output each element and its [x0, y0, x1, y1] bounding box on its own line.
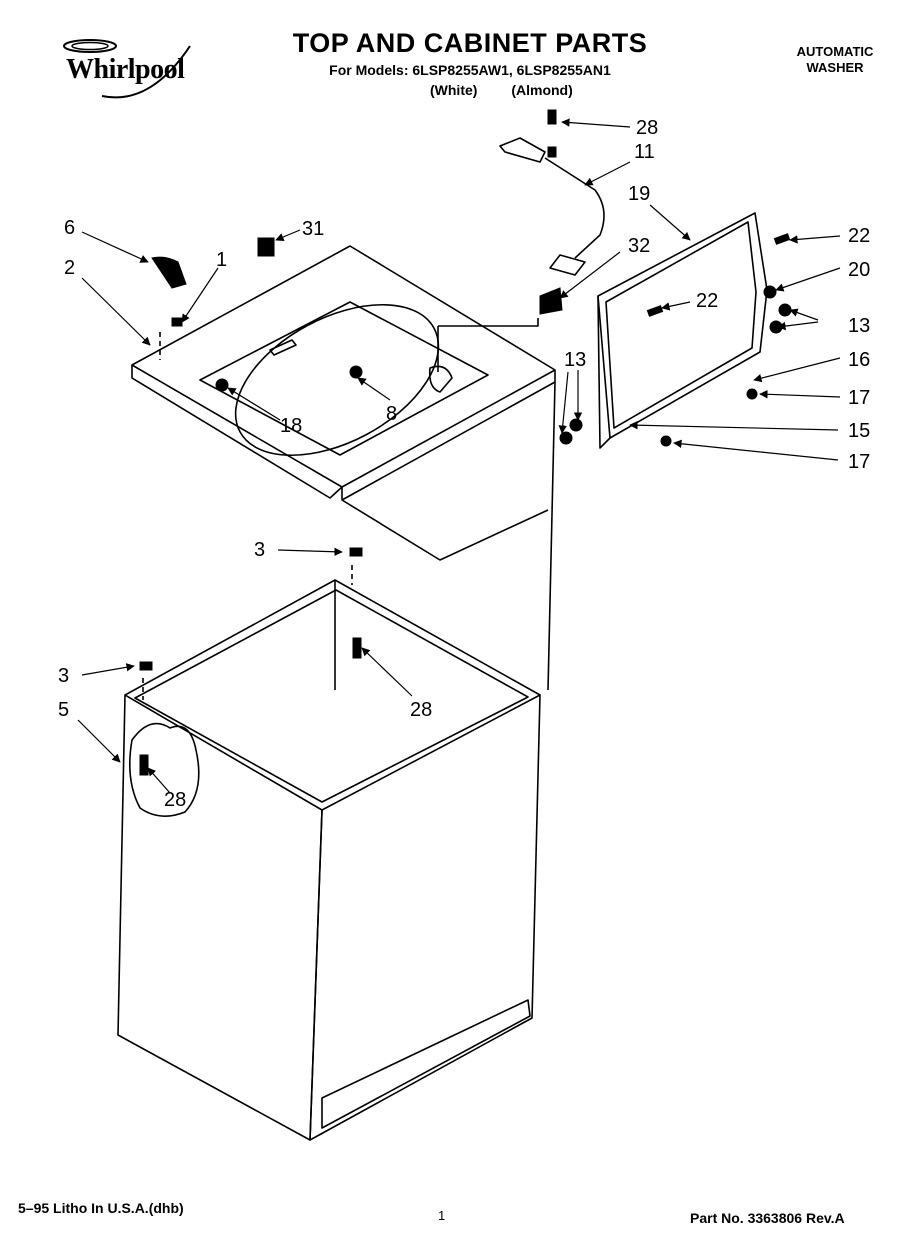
callout-22-lower: 22: [696, 290, 718, 312]
callout-31: 31: [302, 218, 324, 240]
variant-almond: (Almond): [511, 82, 573, 98]
callout-3-lower: 3: [58, 665, 69, 687]
callout-32: 32: [628, 235, 650, 257]
brand-name: Whirlpool: [66, 54, 185, 85]
variant-white: (White): [430, 82, 478, 98]
callout-28-cutaway: 28: [164, 789, 186, 811]
callout-28-top: 28: [636, 117, 658, 139]
callout-5: 5: [58, 699, 69, 721]
callout-19: 19: [628, 183, 650, 205]
product-type-line2: WASHER: [806, 60, 864, 75]
callout-13-center: 13: [564, 349, 586, 371]
cabinet-cutaway: [128, 722, 200, 817]
callout-17-upper: 17: [848, 387, 870, 409]
callout-11: 11: [634, 141, 655, 163]
part-number: Part No. 3363806 Rev.A: [690, 1210, 845, 1226]
callout-15: 15: [848, 420, 870, 442]
callout-2: 2: [64, 257, 75, 279]
callout-17-lower: 17: [848, 451, 870, 473]
page-number: 1: [438, 1208, 446, 1223]
callout-6: 6: [64, 217, 75, 239]
product-type-line1: AUTOMATIC: [796, 44, 874, 59]
callout-28-middle: 28: [410, 699, 432, 721]
model-list: For Models: 6LSP8255AW1, 6LSP8255AN1: [329, 62, 611, 78]
top-cover: [131, 245, 556, 501]
cabinet: [117, 579, 541, 1141]
whirlpool-logo: [63, 39, 191, 99]
callout-20: 20: [848, 259, 870, 281]
page-title: TOP AND CABINET PARTS: [292, 28, 648, 58]
callout-13-right: 13: [848, 315, 870, 337]
wire-harness: [499, 137, 605, 276]
color-variants: (White) (Almond): [430, 82, 573, 98]
callout-8: 8: [386, 403, 397, 425]
callout-22-upper: 22: [848, 225, 870, 247]
callout-16: 16: [848, 349, 870, 371]
print-info: 5–95 Litho In U.S.A.(dhb): [18, 1200, 184, 1216]
console-frame: [597, 212, 768, 449]
callout-18: 18: [280, 415, 302, 437]
callout-labels: 28 11 19 22 20 13 16 17 15 17 6 31 32 2 …: [58, 117, 870, 811]
callout-1: 1: [216, 249, 227, 271]
callout-3-upper: 3: [254, 539, 265, 561]
